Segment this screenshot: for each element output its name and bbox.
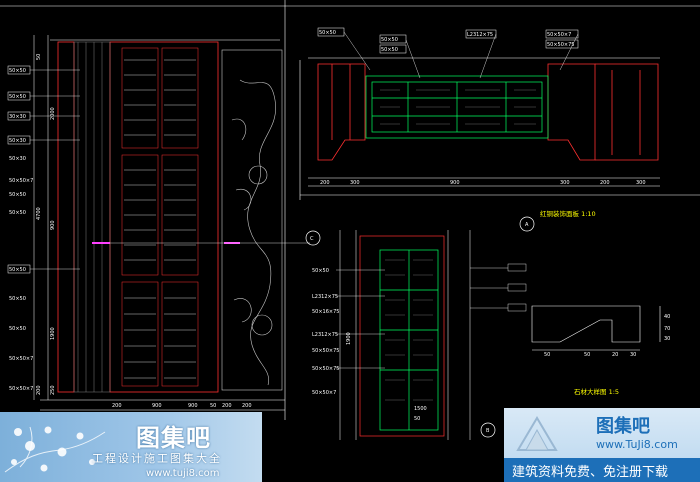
left-dim: 4700 <box>36 207 42 220</box>
left-label: 50×30 <box>9 156 26 162</box>
bottom-dim: 900 <box>188 403 198 409</box>
mid-label: 50×16×75 <box>312 309 339 315</box>
top-dim: 300 <box>350 180 360 186</box>
left-label: 30×30 <box>9 114 26 120</box>
detail-dim: 50 <box>584 352 590 358</box>
bottom-dim: 200 <box>112 403 122 409</box>
watermark-right-url: www.TuJi8.com <box>596 438 678 451</box>
left-label: 50×50×7 <box>9 386 33 392</box>
watermark-right-slogan: 建筑资料免费、免注册下载 <box>512 465 669 480</box>
top-dim: 200 <box>600 180 610 186</box>
top-dim: 300 <box>636 180 646 186</box>
detail-dim: 30 <box>664 336 670 342</box>
detail-dim: 50 <box>544 352 550 358</box>
watermark-left-slogan: 工程设计施工图集大全 <box>92 452 222 465</box>
bottom-dim: 200 <box>242 403 252 409</box>
mid-label: 50×50 <box>312 268 329 274</box>
top-label: L2312×75 <box>467 32 493 38</box>
bottom-dim: 50 <box>210 403 216 409</box>
left-label: 50×50×7 <box>9 178 33 184</box>
left-dim: 2000 <box>50 107 56 120</box>
mid-label: 50×50×7 <box>312 390 336 396</box>
top-label: 50×50×7 <box>547 32 571 38</box>
svg-text:B: B <box>486 428 490 434</box>
bottom-dim: 200 <box>222 403 232 409</box>
section-title-top-right: 红铜装饰面板 1:10 <box>540 209 596 218</box>
section-title-lower-right: 石材大样图 1:5 <box>574 387 619 396</box>
top-label: 50×50 <box>319 30 336 36</box>
left-dim: 250 <box>50 385 56 395</box>
mid-label: 50×50×75 <box>312 348 339 354</box>
watermark-left: 图集吧 工程设计施工图集大全 www.tuji8.com <box>0 412 262 482</box>
drawing-frames <box>0 0 700 420</box>
left-elevation: 50×50 50×50 30×30 50×30 50×30 50×50×7 50… <box>7 35 310 411</box>
mid-label: 50×50×75 <box>312 366 339 372</box>
top-label: 50×50×75 <box>547 42 574 48</box>
tuji8-logo-icon <box>516 416 558 451</box>
detail-dim: 30 <box>630 352 636 358</box>
left-label: 50×50 <box>9 68 26 74</box>
mid-dim: 1900 <box>346 332 352 345</box>
left-label: 50×50 <box>9 267 26 273</box>
stone-detail: 50 50 20 30 40 70 30 石材大样图 1:5 <box>531 305 670 396</box>
left-dim: 200 <box>36 385 42 395</box>
watermark-left-brand: 图集吧 <box>136 423 211 452</box>
left-label: 50×50 <box>9 296 26 302</box>
left-label: 50×50 <box>9 326 26 332</box>
left-label: 50×50 <box>9 94 26 100</box>
watermark-right: 图集吧 www.TuJi8.com 建筑资料免费、免注册下载 <box>504 408 700 482</box>
mid-dim: 50 <box>414 416 420 422</box>
mid-dim: 1500 <box>414 406 427 412</box>
left-label: 50×50 <box>9 192 26 198</box>
detail-dim: 70 <box>664 326 670 332</box>
watermark-right-bar: 建筑资料免费、免注册下载 <box>504 458 700 482</box>
left-label: 50×50×7 <box>9 356 33 362</box>
middle-section: 50×50 L2312×75 50×16×75 L2312×75 50×50×7… <box>312 230 527 440</box>
grid-marker-b: B <box>480 422 496 438</box>
plum-blossom-icon <box>4 426 106 473</box>
detail-dim: 40 <box>664 314 670 320</box>
grid-marker-a: A <box>519 216 535 232</box>
svg-text:A: A <box>525 222 529 228</box>
top-label: 50×50 <box>381 37 398 43</box>
left-label: 50×50 <box>9 210 26 216</box>
svg-text:C: C <box>310 236 314 242</box>
left-dim: 50 <box>36 54 42 60</box>
top-right-section: 50×50 50×50 50×50 L2312×75 50×50×7 50×50… <box>308 27 660 218</box>
top-dim: 900 <box>450 180 460 186</box>
watermark-right-brand: 图集吧 <box>596 416 650 437</box>
watermark-left-url: www.tuji8.com <box>146 468 220 479</box>
top-label: 50×50 <box>381 47 398 53</box>
left-label: 50×30 <box>9 138 26 144</box>
grid-marker-c: C <box>305 230 321 246</box>
mid-label: L2312×75 <box>312 332 338 338</box>
top-dim: 200 <box>320 180 330 186</box>
left-dim: 1900 <box>50 327 56 340</box>
bottom-dim: 900 <box>152 403 162 409</box>
top-dim: 300 <box>560 180 570 186</box>
left-dim: 900 <box>50 220 56 230</box>
mid-label: L2312×75 <box>312 294 338 300</box>
detail-dim: 20 <box>612 352 618 358</box>
